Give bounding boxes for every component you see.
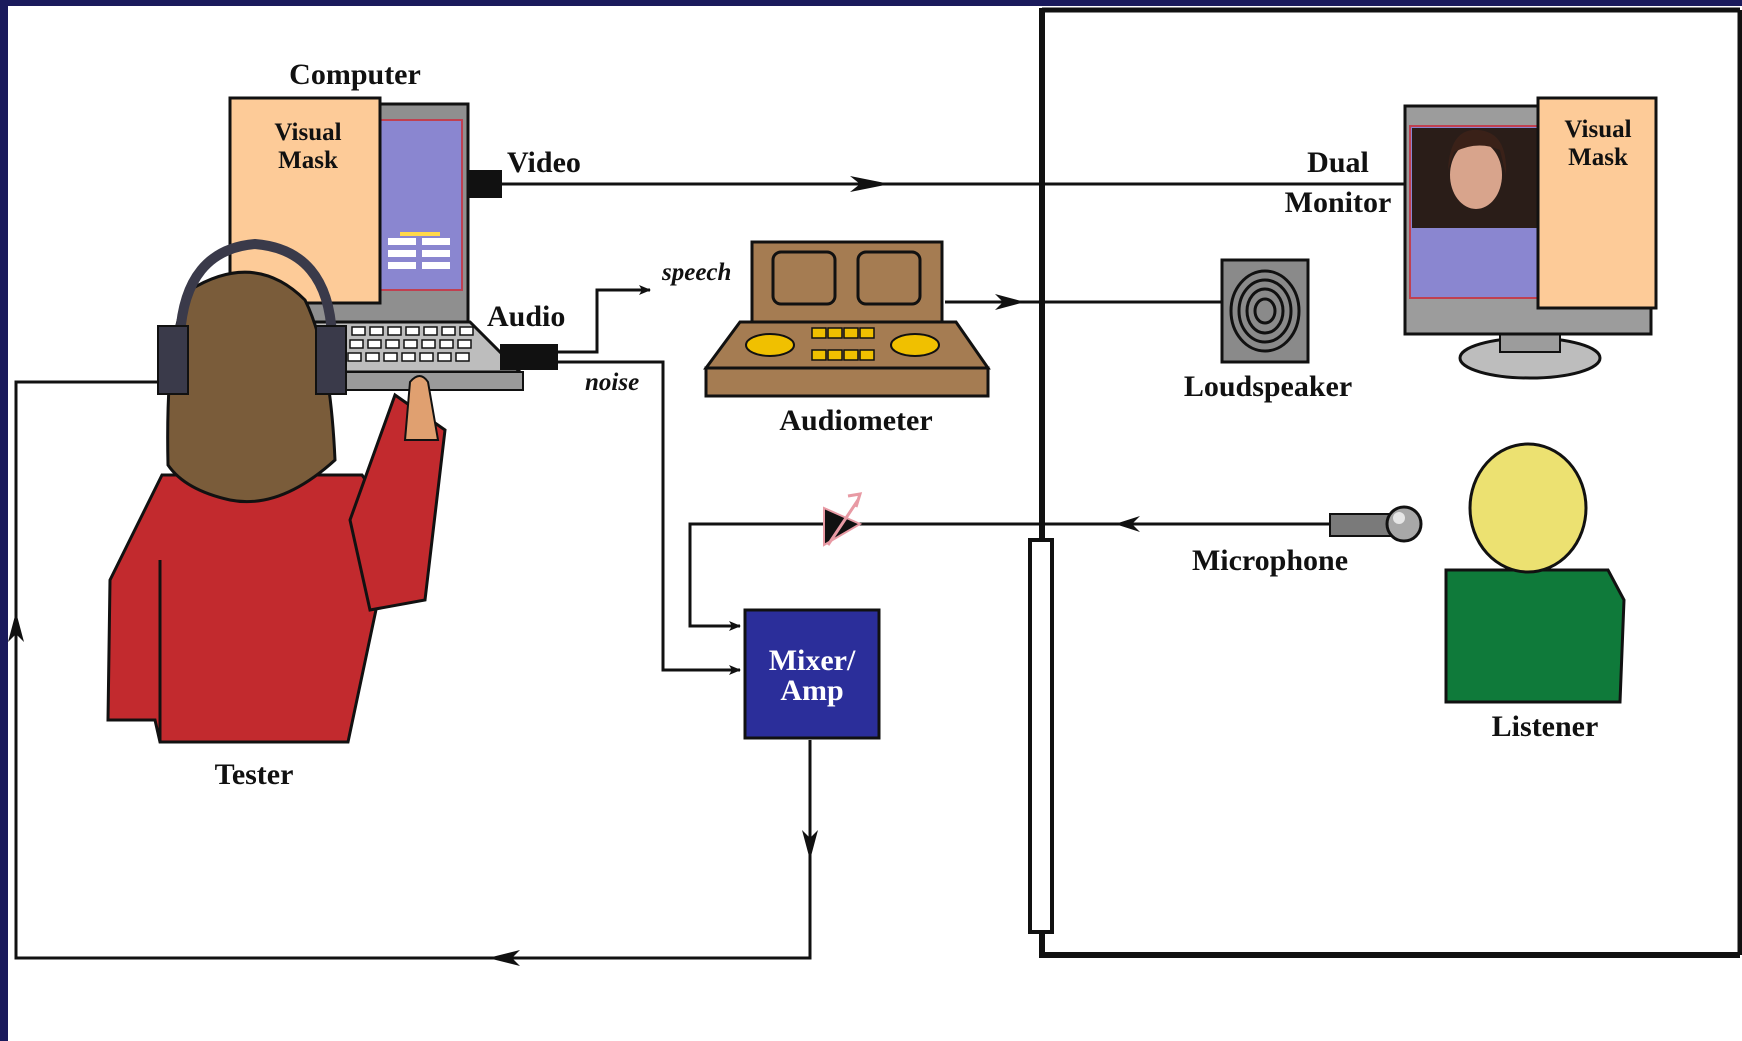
visual-mask-left-label-line2: Mask — [278, 147, 338, 174]
audio-port — [500, 344, 558, 370]
audio-label: Audio — [487, 300, 565, 333]
headphone-right-icon — [316, 326, 346, 394]
video-port — [468, 170, 502, 198]
mixer-amp-label-line2: Amp — [780, 674, 843, 707]
booth-window — [1030, 540, 1052, 932]
microphone-label: Microphone — [1192, 544, 1348, 577]
computer-label: Computer — [289, 58, 421, 91]
listener-label: Listener — [1492, 710, 1599, 743]
video-label: Video — [507, 146, 581, 179]
visual-mask-right-label-line1: Visual — [1564, 116, 1631, 143]
visual-mask-left-label-line1: Visual — [274, 119, 341, 146]
headphone-left-icon — [158, 326, 188, 394]
speech-label: speech — [661, 259, 731, 286]
tester-label: Tester — [215, 758, 294, 791]
visual-mask-right-label-line2: Mask — [1568, 144, 1628, 171]
mixer-amp-label-line1: Mixer/ — [769, 644, 856, 677]
dual-monitor-label-line2: Monitor — [1285, 186, 1392, 219]
dual-monitor-label-line1: Dual — [1307, 146, 1369, 179]
audiometer-label: Audiometer — [779, 404, 932, 437]
loudspeaker-label: Loudspeaker — [1184, 370, 1352, 403]
loudspeaker-icon — [1222, 260, 1308, 362]
noise-label: noise — [585, 369, 639, 396]
